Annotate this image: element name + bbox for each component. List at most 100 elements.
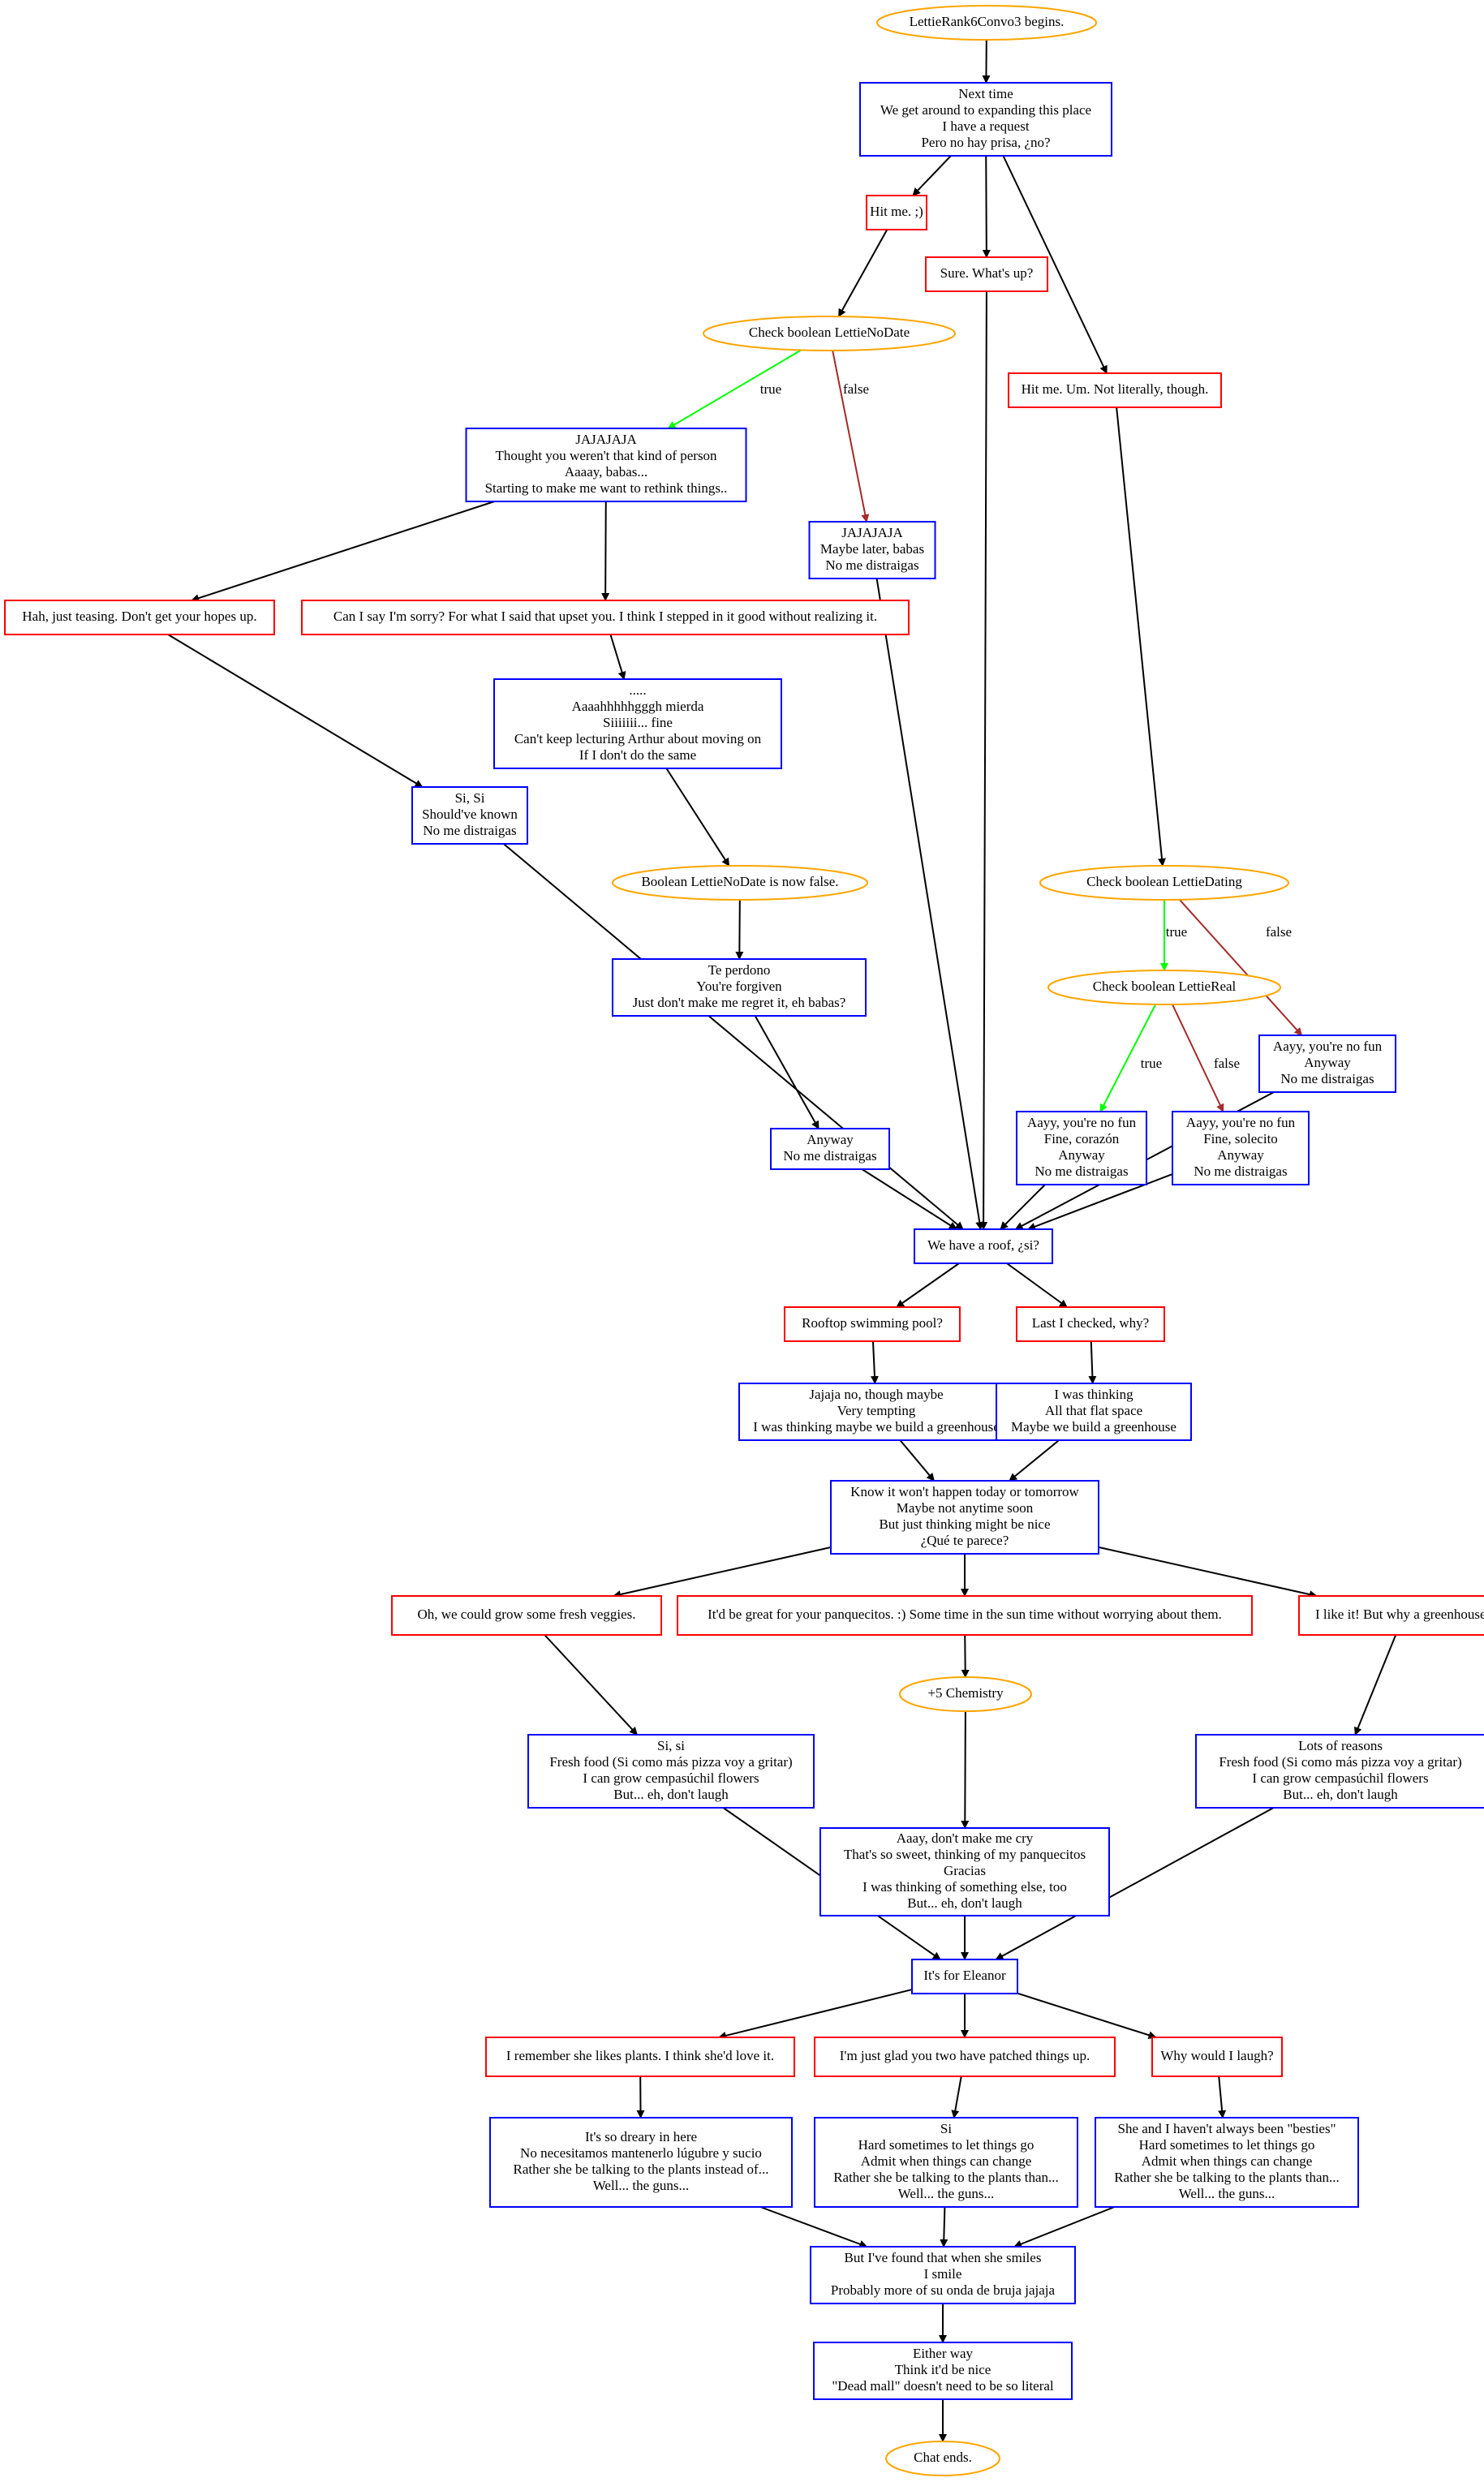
node-text-line: Why would I laugh? [1160, 2048, 1273, 2063]
edge-p_hitme_um-to-chk_dating [1116, 406, 1166, 867]
node-text-line: "Dead mall" doesn't need to be so litera… [832, 2378, 1054, 2394]
node-box [830, 1480, 1099, 1555]
edge-n_roof-to-p_pool [896, 1263, 960, 1308]
node-box [465, 428, 747, 502]
edge-n_knowit-to-p_veggies [613, 1546, 832, 1598]
node-text-line: I remember she likes plants. I think she… [506, 2048, 774, 2063]
node-box [677, 1595, 1253, 1636]
node-box [489, 2117, 793, 2208]
node-player-p_veggies: Oh, we could grow some fresh veggies. [391, 1595, 662, 1636]
node-box [914, 1228, 1053, 1264]
node-text-line: ¿Qué te parece? [921, 1533, 1009, 1548]
node-text-line: Hit me. ;) [870, 204, 923, 219]
node-text-line: Aayy, you're no fun [1273, 1039, 1383, 1054]
node-box [1016, 1111, 1147, 1185]
node-text-line: I was thinking of something else, too [862, 1879, 1067, 1895]
edge-n_eleanor-to-p_plants [717, 1989, 913, 2040]
node-player-p_panquecitos: It'd be great for your panquecitos. :) S… [677, 1595, 1253, 1636]
node-player-p_glad: I'm just glad you two have patched thing… [814, 2037, 1116, 2077]
node-box [859, 82, 1112, 157]
edge-p_pool-to-n_jajano [870, 1340, 879, 1384]
edge-label-false: false [1266, 924, 1292, 940]
edge-n_jaja1-to-p_sorry [601, 501, 610, 601]
edge-ev_nodate_false-to-n_perdono [735, 899, 744, 960]
node-text-line: We get around to expanding this place [880, 102, 1091, 118]
node-box [814, 2117, 1078, 2208]
node-text-line: LettieRank6Convo3 begins. [910, 14, 1065, 29]
node-text-line: Just don't make me regret it, eh babas? [633, 995, 846, 1010]
node-text-line: Rather she be talking to the plants inst… [514, 2162, 769, 2177]
node-player-p_teasing: Hah, just teasing. Don't get your hopes … [4, 600, 275, 635]
edge-n_perdono-to-n_anyway [754, 1015, 819, 1129]
node-text-line: Either way [913, 2346, 974, 2361]
edge-p_teasing-to-n_sisi1 [167, 634, 424, 788]
edge-n_thinking-to-n_knowit [1009, 1439, 1060, 1482]
node-box [813, 2342, 1073, 2400]
node-text-line: Anyway [1217, 1147, 1264, 1163]
node-text-line: Boolean LettieNoDate is now false. [641, 874, 838, 889]
node-text-line: No me distraigas [825, 557, 918, 573]
node-text-line: Anyway [1058, 1147, 1105, 1163]
edge-chk_real-to-n_nofun2 [1172, 1004, 1224, 1112]
node-text-line: Gracias [944, 1863, 986, 1878]
node-event-end: Chat ends. [885, 2441, 1000, 2476]
node-text-line: Anyway [807, 1132, 854, 1147]
node-text-line: But... eh, don't laugh [613, 1787, 729, 1802]
edge-p_sure-to-n_roof [979, 290, 988, 1230]
node-npc-n_knowit: Know it won't happen today or tomorrowMa… [830, 1480, 1099, 1555]
node-text-line: Probably more of su onda de bruja jajaja [831, 2282, 1056, 2298]
edge-n1-to-p_hitme [912, 155, 952, 196]
node-text-line: Hard sometimes to let things go [858, 2137, 1034, 2153]
edge-p_laugh-to-n_besties [1218, 2076, 1227, 2119]
node-text-line: Rather she be talking to the plants than… [1114, 2170, 1340, 2185]
node-text-line: I like it! But why a greenhouse? [1315, 1607, 1484, 1622]
node-box [784, 1306, 961, 1342]
node-box [770, 1128, 890, 1170]
node-text-line: +5 Chemistry [927, 1685, 1004, 1701]
node-npc-n_eleanor: It's for Eleanor [911, 1959, 1018, 1994]
node-text-line: Hard sometimes to let things go [1139, 2137, 1315, 2153]
node-text-line: I'm just glad you two have patched thing… [840, 2048, 1090, 2063]
node-text-line: Pero no hay prisa, ¿no? [921, 135, 1050, 150]
node-player-p_sorry: Can I say I'm sorry? For what I said tha… [301, 600, 910, 635]
event-ellipse [885, 2441, 1000, 2476]
node-box [1195, 1734, 1484, 1809]
node-text-line: Last I checked, why? [1032, 1315, 1149, 1331]
node-text-line: Know it won't happen today or tomorrow [850, 1484, 1079, 1499]
node-box [391, 1595, 662, 1636]
node-text-line: Te perdono [708, 962, 771, 978]
node-text-line: No necesitamos mantenerlo lúgubre y suci… [520, 2145, 762, 2161]
event-ellipse [899, 1676, 1032, 1712]
node-text-line: Admit when things can change [861, 2153, 1032, 2169]
node-box [612, 958, 867, 1017]
node-box [301, 600, 910, 635]
node-player-p_pool: Rooftop swimming pool? [784, 1306, 961, 1342]
node-text-line: I can grow cempasúchil flowers [1252, 1770, 1428, 1786]
edge-n1-to-p_hitme_um [1002, 155, 1108, 374]
node-text-line: No me distraigas [1194, 1164, 1287, 1179]
node-player-p_laugh: Why would I laugh? [1151, 2037, 1283, 2077]
node-text-line: Si, Si [455, 790, 485, 806]
node-text-line: I can grow cempasúchil flowers [583, 1770, 759, 1786]
node-text-line: It's for Eleanor [923, 1968, 1006, 1983]
node-text-line: All that flat space [1045, 1403, 1142, 1418]
edge-p_panquecitos-to-ev_chem [961, 1634, 970, 1678]
node-text-line: We have a roof, ¿si? [927, 1237, 1039, 1253]
edge-p_glad-to-n_si [951, 2076, 962, 2119]
node-text-line: ..... [629, 682, 646, 698]
node-text-line: Think it'd be nice [895, 2362, 991, 2377]
edge-p_lastchecked-to-n_thinking [1088, 1340, 1097, 1384]
node-text-line: Fine, corazón [1044, 1131, 1120, 1146]
node-text-line: No me distraigas [1034, 1164, 1128, 1179]
node-text-line: Fresh food (Si como más pizza voy a grit… [1219, 1754, 1461, 1770]
